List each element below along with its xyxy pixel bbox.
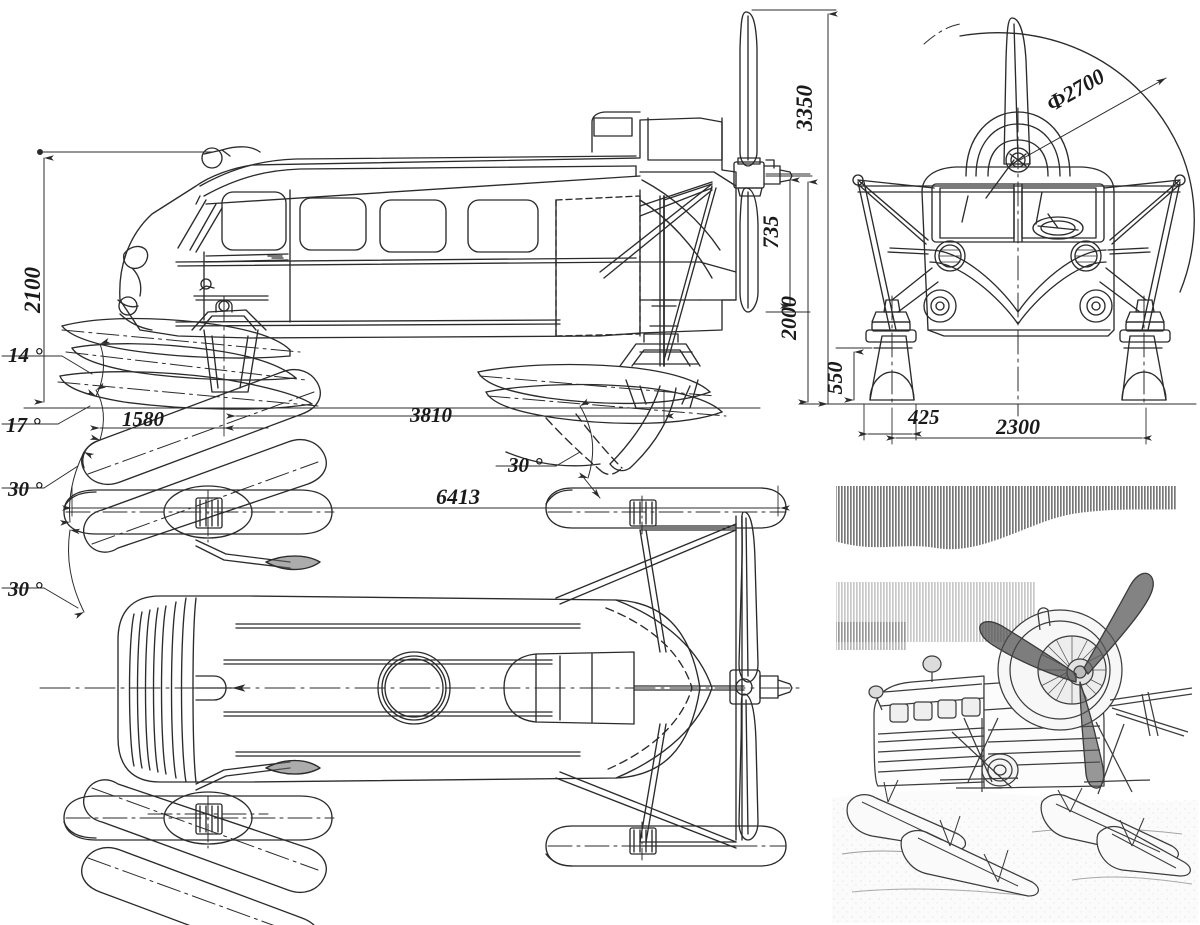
dim-label-1580: 1580 bbox=[122, 407, 165, 431]
dim-label-3810: 3810 bbox=[409, 403, 453, 427]
dim-label-2000: 2000 bbox=[776, 296, 801, 341]
dim-label-17deg: 17 ° bbox=[6, 413, 41, 437]
dim-label-30deg-mid: 30 ° bbox=[507, 453, 543, 477]
dim-label-2300: 2300 bbox=[995, 414, 1040, 439]
dim-label-425: 425 bbox=[907, 405, 940, 429]
dim-label-prop-diameter: Ф2700 bbox=[1042, 63, 1109, 116]
photo-sky bbox=[836, 486, 1176, 650]
dim-label-2100: 2100 bbox=[20, 267, 45, 315]
dim-label-3350: 3350 bbox=[792, 85, 817, 133]
dim-label-6413: 6413 bbox=[436, 484, 480, 509]
dim-label-30deg-top: 30 ° bbox=[7, 477, 43, 501]
aerosan-photo bbox=[832, 482, 1198, 923]
photo-content bbox=[832, 482, 1198, 923]
front-elevation-view bbox=[799, 17, 1197, 417]
plan-view bbox=[39, 368, 801, 925]
side-elevation-view bbox=[23, 11, 793, 475]
dim-label-30deg-bottom: 30 ° bbox=[7, 577, 43, 601]
dim-label-735: 735 bbox=[758, 216, 783, 249]
dim-label-14deg: 14 ° bbox=[8, 343, 43, 367]
dimension-lines bbox=[1, 9, 1167, 619]
dim-label-550: 550 bbox=[822, 362, 847, 395]
